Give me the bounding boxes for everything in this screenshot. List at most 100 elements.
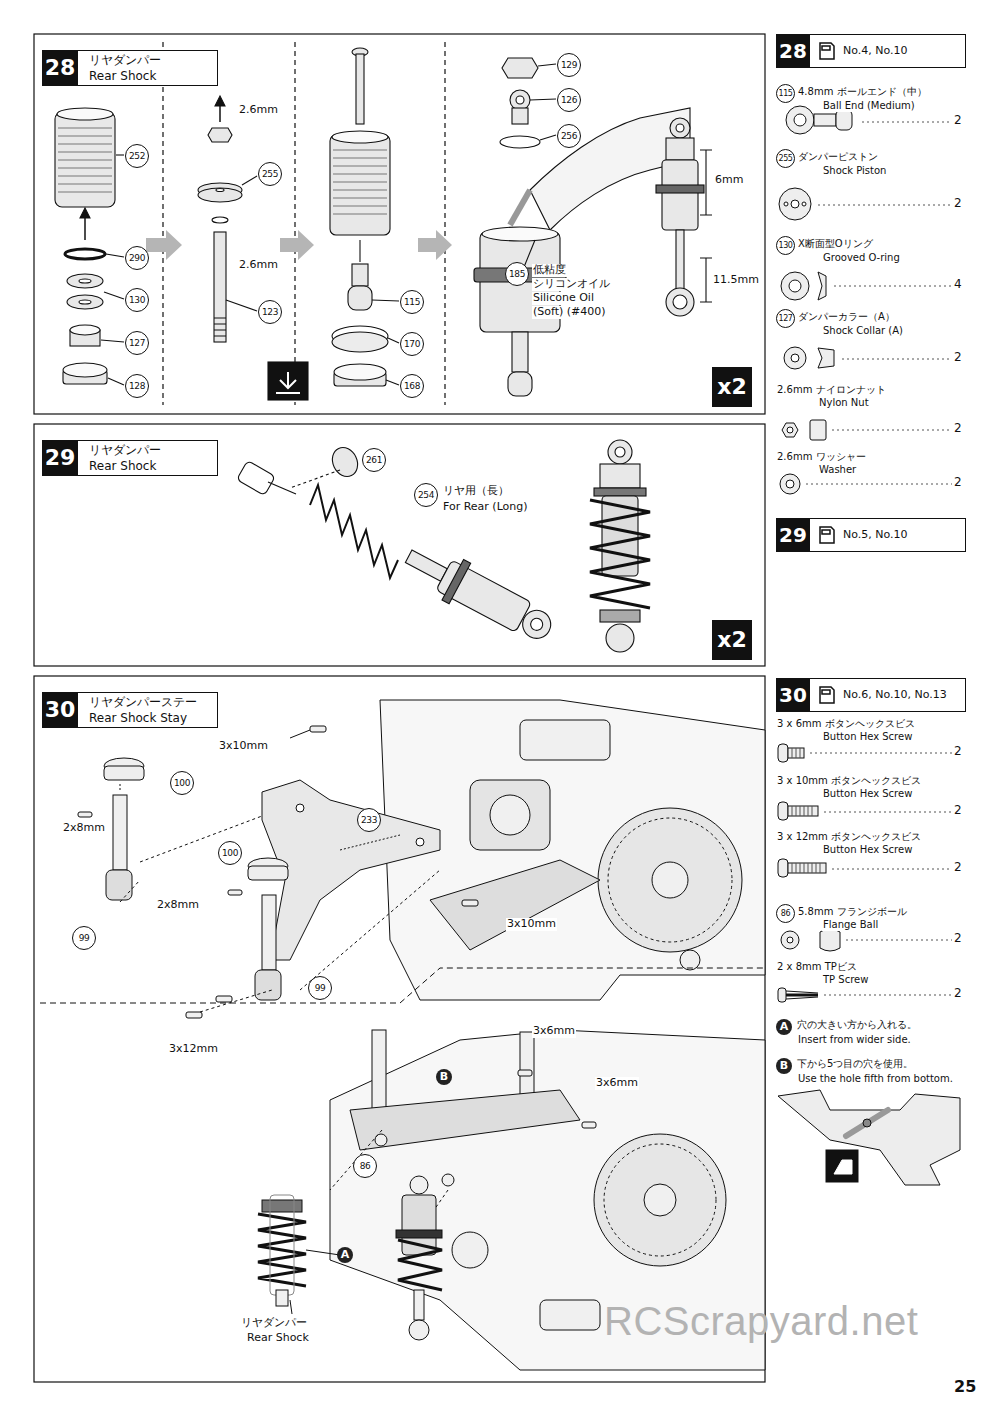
illustration-line [140, 816, 262, 862]
illustration-circle [594, 1134, 726, 1266]
callout-number: 170 [400, 332, 424, 356]
illustration-ellipse [328, 443, 362, 480]
illustration-polygon [280, 230, 314, 260]
japanese-title: リヤダンパーステー [89, 695, 197, 710]
parts-list-text: Washer [818, 464, 857, 476]
callout-number: 129 [557, 53, 581, 77]
illustration-ellipse [79, 300, 91, 304]
illustration-g [146, 230, 452, 260]
illustration-line [306, 1250, 340, 1255]
illustration-polygon [146, 230, 182, 260]
part-label: 6mm [714, 174, 744, 187]
illustration-polygon [215, 96, 225, 106]
parts-list-text: 5.8mm フランジボール [797, 906, 908, 918]
illustration-ellipse [198, 188, 242, 202]
page-number: 25 [954, 1378, 976, 1396]
callout-number: 127 [125, 331, 149, 355]
illustration-polygon [418, 230, 452, 260]
part-label: Rear Shock [246, 1332, 310, 1345]
illustration-rect [405, 550, 447, 581]
illustration-rect [352, 264, 368, 286]
illustration-rect [262, 895, 276, 970]
illustration-circle [410, 1176, 428, 1194]
illustration-line [290, 730, 310, 738]
illustration-polyline [258, 1214, 306, 1286]
quantity: 4 [952, 278, 964, 292]
illustration-line [226, 300, 257, 311]
illustration-circle [452, 1232, 488, 1268]
illustration-rect [237, 460, 276, 495]
parts-list-text: Shock Piston [822, 165, 887, 177]
part-label: リヤ用（長） [442, 485, 510, 498]
step-number: 29 [776, 518, 810, 552]
callout-number: 255 [776, 149, 795, 168]
illustration-circle [781, 272, 809, 300]
illustration-line [120, 782, 121, 790]
quantity: 2 [952, 351, 964, 365]
illustration-rect [270, 1195, 294, 1295]
english-title: Rear Shock [89, 459, 156, 474]
illustration-path [818, 272, 826, 300]
manual-icon-shape [820, 687, 834, 703]
english-title: Rear Shock [89, 69, 156, 84]
quantity: 2 [952, 804, 964, 818]
quantity-box: x2 [712, 367, 752, 407]
manual-reference: No.5, No.10 [843, 528, 908, 542]
illustration-circle [781, 931, 799, 949]
illustration-rect [778, 802, 788, 820]
illustration-rect [214, 232, 226, 342]
illustration-path [510, 190, 530, 225]
part-label: 3x10mm [506, 918, 557, 931]
illustration-ellipse [332, 332, 388, 352]
callout-number: 99 [308, 976, 332, 1000]
illustration-rect [470, 780, 550, 850]
illustration-ellipse [212, 217, 228, 223]
quantity: 2 [952, 422, 964, 436]
callout-number: 130 [776, 236, 795, 255]
callout-number: 100 [218, 841, 242, 865]
illustration-line [104, 292, 124, 299]
illustration-polygon [208, 128, 232, 142]
illustration-circle [529, 616, 545, 632]
illustration-rect [600, 610, 640, 622]
manual-icon [819, 526, 835, 544]
illustration-rect [778, 988, 786, 1002]
parts-list-text: Shock Collar (A) [822, 325, 904, 337]
illustration-rect [512, 108, 528, 124]
callout-number: 130 [125, 288, 149, 312]
manual-icon [819, 42, 835, 60]
parts-list-text: Use the hole fifth from bottom. [797, 1073, 954, 1085]
illustration-rect [348, 286, 372, 310]
illustration-g [237, 440, 650, 652]
parts-list-text: Flange Ball [822, 919, 879, 931]
part-label: 3x6mm [532, 1025, 576, 1038]
illustration-rect [310, 726, 326, 732]
parts-list-text: 2 x 8mm TPビス [776, 961, 858, 973]
illustration-ellipse [500, 136, 540, 148]
illustration-rect [594, 488, 646, 496]
quantity: 2 [952, 932, 964, 946]
step-header: 30リヤダンパーステーRear Shock Stay [42, 692, 218, 728]
illustration-rect [656, 185, 704, 193]
illustration-circle [490, 795, 530, 835]
illustration-circle [652, 862, 688, 898]
illustration-line [116, 154, 124, 155]
illustration-rect [228, 890, 242, 895]
illustration-rect [34, 424, 765, 666]
illustration-rect [330, 135, 390, 235]
illustration-circle [791, 200, 799, 208]
illustration-circle [296, 804, 304, 812]
illustration-rect [518, 1070, 532, 1076]
illustration-path [820, 929, 840, 951]
callout-number: 128 [125, 374, 149, 398]
illustration-path [262, 780, 440, 960]
illustration-rect [814, 114, 836, 126]
illustration-circle [644, 1184, 676, 1216]
manual-icon [819, 686, 835, 704]
part-label: シリコンオイル [532, 278, 611, 291]
parts-list-text: Button Hex Screw [822, 844, 913, 856]
part-label: 2x8mm [156, 899, 200, 912]
part-label: 2.6mm [238, 104, 279, 117]
part-label: Silicone Oil [532, 292, 595, 305]
